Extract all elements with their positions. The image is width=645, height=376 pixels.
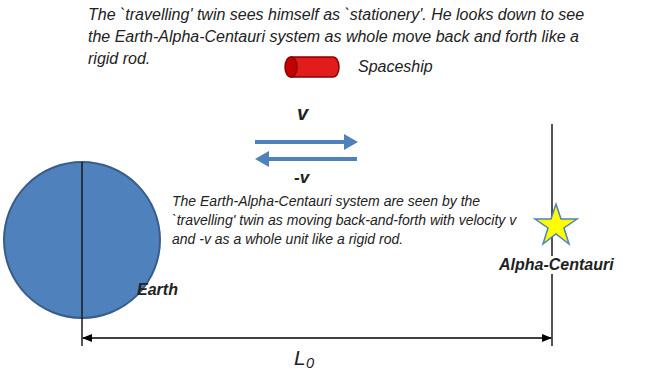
star-label: Alpha-Centauri — [497, 256, 616, 274]
explanation-note: The Earth-Alpha-Centauri system are seen… — [172, 192, 542, 249]
earth-label: Earth — [137, 281, 178, 299]
velocity-label: v — [297, 102, 308, 125]
velocity-label: -v — [294, 168, 309, 188]
caption-note: The `travelling' twin sees himself as `s… — [88, 4, 596, 70]
spaceship-symbol — [285, 57, 339, 77]
length-label: L₀ — [294, 346, 315, 370]
velocity-arrow — [267, 157, 357, 161]
arrow-head — [255, 151, 269, 167]
dimension-line — [83, 337, 551, 338]
spaceship-label: Spaceship — [358, 58, 433, 76]
star-symbol — [535, 204, 577, 244]
earth-line — [81, 162, 83, 346]
velocity-arrow — [255, 140, 346, 144]
arrow-head — [344, 134, 358, 150]
